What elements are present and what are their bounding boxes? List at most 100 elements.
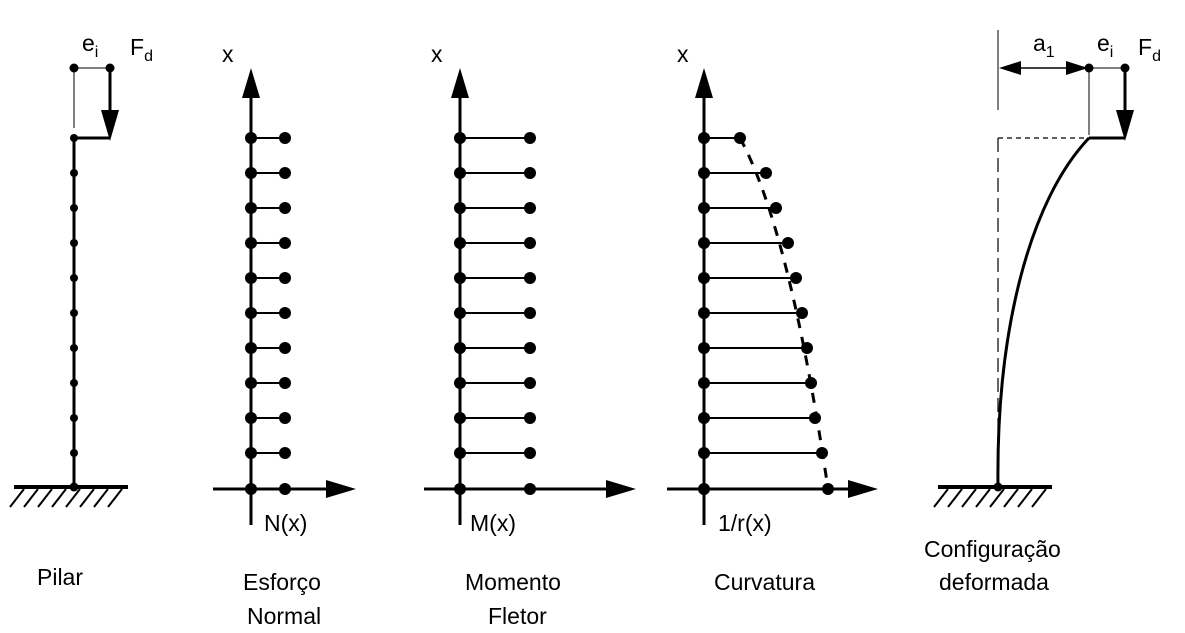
panel-bending-moment: x M(x) Momento Fletor	[424, 41, 636, 629]
panel-pilar: ei Fd Pilar	[9, 30, 153, 590]
bar-end-node	[279, 167, 291, 179]
axis-node	[698, 412, 710, 424]
hatch-line	[9, 488, 25, 508]
axis-node	[245, 377, 257, 389]
axis-node	[245, 237, 257, 249]
axis-node	[698, 307, 710, 319]
axis-node	[245, 412, 257, 424]
horizontal-axis-arrow-icon	[606, 480, 636, 498]
bar-end-node	[782, 237, 794, 249]
axis-node	[454, 447, 466, 459]
eccentricity-label: ei	[1097, 30, 1113, 61]
hatch-line	[1017, 488, 1033, 508]
caption-line-1: Configuração	[924, 536, 1061, 562]
axis-node	[454, 307, 466, 319]
bar-end-node	[524, 272, 536, 284]
axis-node	[454, 412, 466, 424]
fixed-support-hatch	[933, 488, 1047, 508]
axis-node	[454, 483, 466, 495]
axis-node	[698, 342, 710, 354]
caption-line-2: deformada	[939, 569, 1049, 595]
bar-end-node	[279, 237, 291, 249]
x-axis-arrow-icon	[242, 68, 260, 98]
hatch-line	[107, 488, 123, 508]
bending-moment-bars	[454, 132, 536, 495]
hatch-line	[1003, 488, 1019, 508]
axis-node	[698, 167, 710, 179]
axis-node	[245, 342, 257, 354]
axis-node	[454, 237, 466, 249]
column-node	[70, 274, 78, 282]
horizontal-axis-arrow-icon	[326, 480, 356, 498]
hatch-line	[23, 488, 39, 508]
panel-curvature: x 1/r(x) Curvatura	[667, 41, 878, 595]
force-arrow-icon	[1116, 110, 1134, 141]
bar-end-node	[796, 307, 808, 319]
hatch-line	[37, 488, 53, 508]
axis-node	[454, 377, 466, 389]
bar-end-node	[279, 447, 291, 459]
horizontal-axis-arrow-icon	[848, 480, 878, 498]
axis-node	[245, 132, 257, 144]
bar-end-node	[524, 132, 536, 144]
axis-x-label: x	[677, 41, 689, 67]
bar-end-node	[524, 307, 536, 319]
hatch-line	[933, 488, 949, 508]
column-node	[70, 449, 78, 457]
column-node	[70, 239, 78, 247]
axis-node	[245, 272, 257, 284]
dimension-node	[105, 63, 115, 73]
dimension-node	[1084, 63, 1094, 73]
curvature-envelope-dashed	[738, 137, 830, 490]
support-node	[993, 482, 1003, 492]
curvature-bars	[698, 132, 834, 495]
bar-end-node	[279, 483, 291, 495]
hatch-line	[79, 488, 95, 508]
x-axis-arrow-icon	[451, 68, 469, 98]
panel-deformed-shape: a1 ei Fd Configuração deformada	[924, 30, 1161, 595]
hatch-line	[975, 488, 991, 508]
hatch-line	[65, 488, 81, 508]
bar-end-node	[279, 132, 291, 144]
bar-end-node	[524, 202, 536, 214]
bar-end-node	[279, 412, 291, 424]
axis-node	[454, 202, 466, 214]
column-node	[70, 204, 78, 212]
axis-node	[698, 237, 710, 249]
bar-end-node	[770, 202, 782, 214]
axis-node	[454, 167, 466, 179]
bar-end-node	[279, 377, 291, 389]
axis-h-label: 1/r(x)	[718, 510, 772, 536]
caption-line-2: Normal	[247, 603, 321, 629]
bar-end-node	[524, 377, 536, 389]
column-node	[70, 134, 78, 142]
axis-node	[245, 307, 257, 319]
bar-end-node	[524, 342, 536, 354]
hatch-line	[93, 488, 109, 508]
column-node	[70, 344, 78, 352]
axis-node	[454, 132, 466, 144]
axis-node	[698, 272, 710, 284]
hatch-line	[1031, 488, 1047, 508]
column-node	[70, 414, 78, 422]
axis-h-label: N(x)	[264, 510, 307, 536]
force-arrow-icon	[101, 110, 119, 141]
bar-end-node	[279, 272, 291, 284]
hatch-line	[51, 488, 67, 508]
axis-node	[698, 202, 710, 214]
hatch-line	[947, 488, 963, 508]
hatch-line	[961, 488, 977, 508]
axis-x-label: x	[431, 41, 443, 67]
column-node	[70, 309, 78, 317]
caption-line-2: Fletor	[488, 603, 547, 629]
force-label: Fd	[130, 34, 153, 65]
force-label: Fd	[1138, 34, 1161, 65]
axis-node	[698, 483, 710, 495]
x-axis-arrow-icon	[695, 68, 713, 98]
axis-node	[245, 167, 257, 179]
column-node	[70, 379, 78, 387]
bar-end-node	[279, 202, 291, 214]
bar-end-node	[279, 342, 291, 354]
caption-line-1: Momento	[465, 569, 561, 595]
